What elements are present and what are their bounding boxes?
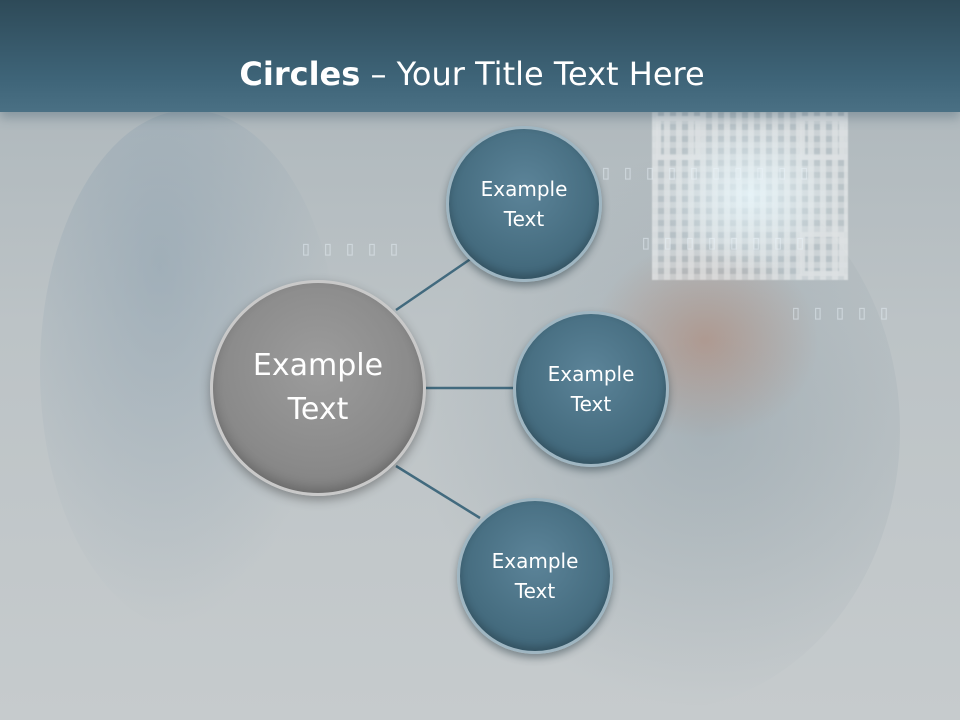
background-binary-pattern: ▯▯▯▯▯▯▯▯▯▯ [600,160,821,184]
node-circle-bottom[interactable]: Example Text [457,498,613,654]
slide-title-bold: Circles [239,55,361,93]
background-binary-pattern: ▯▯▯▯▯ [790,300,901,324]
slide-title[interactable]: Circles – Your Title Text Here [0,52,944,96]
title-bar [0,0,960,112]
center-circle-line2: Text [287,392,349,427]
slide-title-rest: – Your Title Text Here [360,55,705,93]
center-circle[interactable]: Example Text [210,280,426,496]
node-circle-middle[interactable]: Example Text [513,311,669,467]
node-bottom-line2: Text [514,579,556,603]
node-middle-line2: Text [570,392,612,416]
node-top-line1: Example [480,177,568,201]
node-circle-top[interactable]: Example Text [446,126,602,282]
connector-top [395,256,473,312]
background-binary-pattern: ▯▯▯▯▯ [300,236,411,260]
background-binary-pattern: ▯▯▯▯▯▯▯▯ [640,230,817,254]
center-circle-line1: Example [252,348,384,383]
connector-bottom [395,464,481,520]
node-top-line2: Text [503,207,545,231]
node-middle-line1: Example [547,362,635,386]
node-bottom-line1: Example [491,549,579,573]
